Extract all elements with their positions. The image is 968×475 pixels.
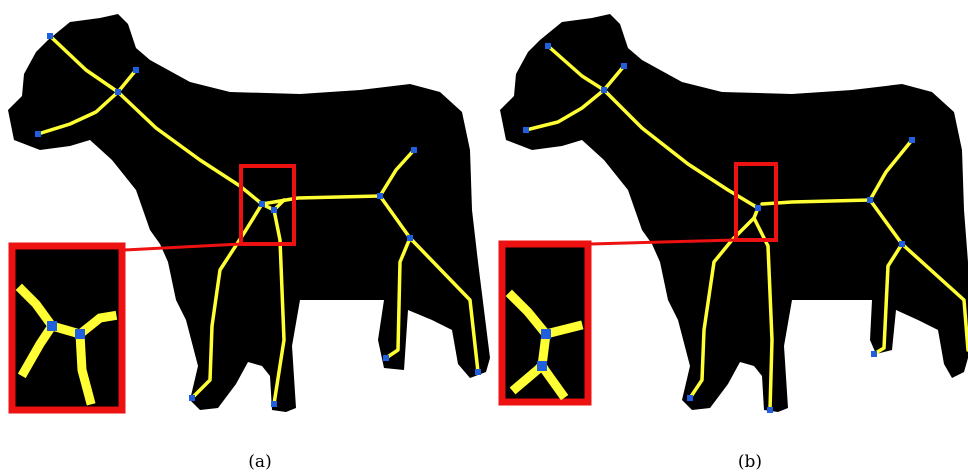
skeleton-branch-neck (116, 90, 264, 206)
node (475, 369, 481, 375)
node (867, 197, 873, 203)
node (871, 351, 877, 357)
node (407, 235, 413, 241)
skeleton-branch-horn (116, 68, 138, 94)
node (35, 131, 41, 137)
skeleton-branch-tail (868, 138, 914, 202)
node (377, 193, 383, 199)
caption-a: (a) (248, 452, 272, 472)
skeleton-branch-back (260, 194, 382, 206)
node (899, 241, 905, 247)
panel-b-figure (498, 14, 968, 413)
zoom-inset (8, 242, 126, 414)
zoom-connector (589, 238, 737, 246)
node (767, 407, 773, 413)
skeleton-branch-frontleg2 (272, 208, 286, 406)
skeleton-branch-muzzle (524, 88, 606, 132)
node (75, 329, 85, 339)
skeleton-branch-back (760, 198, 872, 206)
skeleton-branch-ear (546, 44, 606, 92)
skeleton-branch-muzzle (36, 90, 120, 136)
node (133, 67, 139, 73)
zoom-connector (123, 242, 242, 252)
node (383, 355, 389, 361)
zoom-inset (498, 240, 592, 406)
skeleton-branch-frontleg2 (752, 216, 774, 412)
node (259, 201, 265, 207)
skeleton-branch-hindleg (872, 242, 904, 356)
highlight-box (734, 162, 778, 242)
node (537, 361, 547, 371)
caption-b: (b) (737, 452, 763, 472)
node (47, 321, 57, 331)
panel-b: (b) (492, 0, 968, 475)
node (687, 395, 693, 401)
node (189, 395, 195, 401)
skeleton-branch-horn (602, 64, 626, 92)
node (909, 137, 915, 143)
node (523, 127, 529, 133)
highlight-box (239, 164, 296, 246)
node (545, 43, 551, 49)
node (621, 63, 627, 69)
panel-a-figure (8, 14, 490, 414)
node (411, 147, 417, 153)
skeleton-branch-frontleg1 (190, 202, 264, 400)
skeleton-branch-tail (378, 148, 416, 198)
skeleton-branch-hind (378, 194, 480, 374)
cow-silhouette (8, 14, 490, 412)
skeleton-branch-ear (48, 34, 120, 94)
skeleton-branch-hindleg (384, 236, 412, 360)
panel-a: (a) (8, 14, 490, 472)
node (541, 329, 551, 339)
skeleton (36, 34, 480, 406)
node (601, 87, 607, 93)
node (47, 33, 53, 39)
node (115, 89, 121, 95)
node (271, 401, 277, 407)
skeleton-nodes (35, 33, 481, 407)
node (271, 207, 277, 213)
node (755, 205, 761, 211)
skeleton-branch-hind (868, 198, 968, 352)
skeleton-nodes (523, 43, 915, 413)
